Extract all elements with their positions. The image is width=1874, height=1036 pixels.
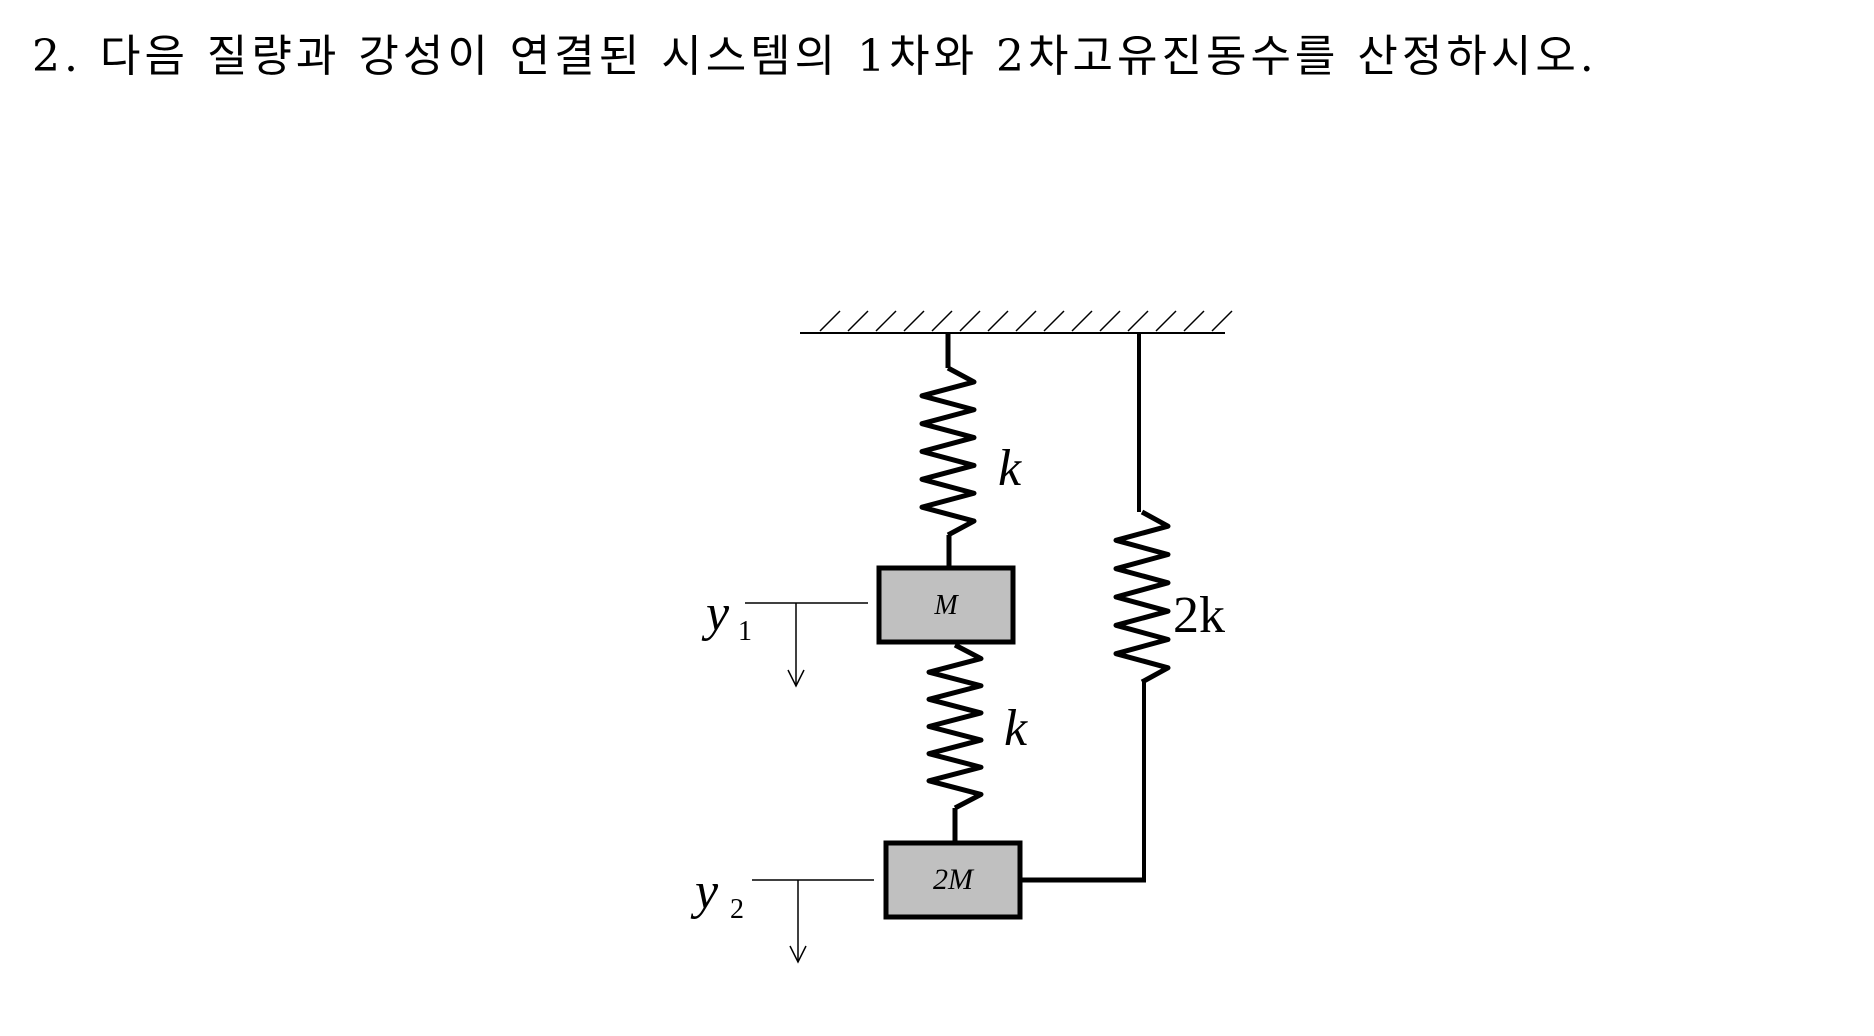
hatch-mark <box>903 310 925 332</box>
mass-top <box>876 565 1016 645</box>
hatch-mark <box>1071 310 1093 332</box>
y1-label: y <box>701 585 730 642</box>
y2-label: y <box>690 863 719 920</box>
question-body: 다음 질량과 강성이 연결된 시스템의 1차와 2차고유진동수를 산정하시오. <box>99 31 1598 82</box>
fixed-support <box>800 310 1233 334</box>
hatch-mark <box>1127 310 1149 332</box>
mass-top-label: M <box>933 590 959 621</box>
mass-bottom <box>883 840 1023 920</box>
hatch-mark <box>819 310 841 332</box>
ceiling-hatch <box>819 310 1233 332</box>
spring-top-label: k <box>998 440 1022 497</box>
spring-middle <box>926 642 984 842</box>
spring-top <box>919 333 977 567</box>
spring-right-label: 2k <box>1173 587 1225 644</box>
spring-right-label-text: 2k <box>1173 587 1225 644</box>
y1-subscript: 1 <box>738 616 752 647</box>
question-number: 2. <box>32 31 82 82</box>
hatch-mark <box>959 310 981 332</box>
mass-bottom-label: 2M <box>933 863 975 896</box>
hatch-mark <box>931 310 953 332</box>
hatch-mark <box>847 310 869 332</box>
y2-subscript: 2 <box>730 894 744 925</box>
hatch-mark <box>1183 310 1205 332</box>
displacement-y1: y 1 <box>701 585 868 688</box>
hatch-mark <box>1155 310 1177 332</box>
spring-middle-label: k <box>1004 700 1028 757</box>
hatch-mark <box>1043 310 1065 332</box>
spring-right <box>1020 333 1171 883</box>
hatch-mark <box>1015 310 1037 332</box>
displacement-y2: y 2 <box>690 863 874 964</box>
hatch-mark <box>1099 310 1121 332</box>
hatch-mark <box>1211 310 1233 332</box>
hatch-mark <box>987 310 1009 332</box>
hatch-mark <box>875 310 897 332</box>
question-text: 2. 다음 질량과 강성이 연결된 시스템의 1차와 2차고유진동수를 산정하시… <box>32 20 1598 84</box>
